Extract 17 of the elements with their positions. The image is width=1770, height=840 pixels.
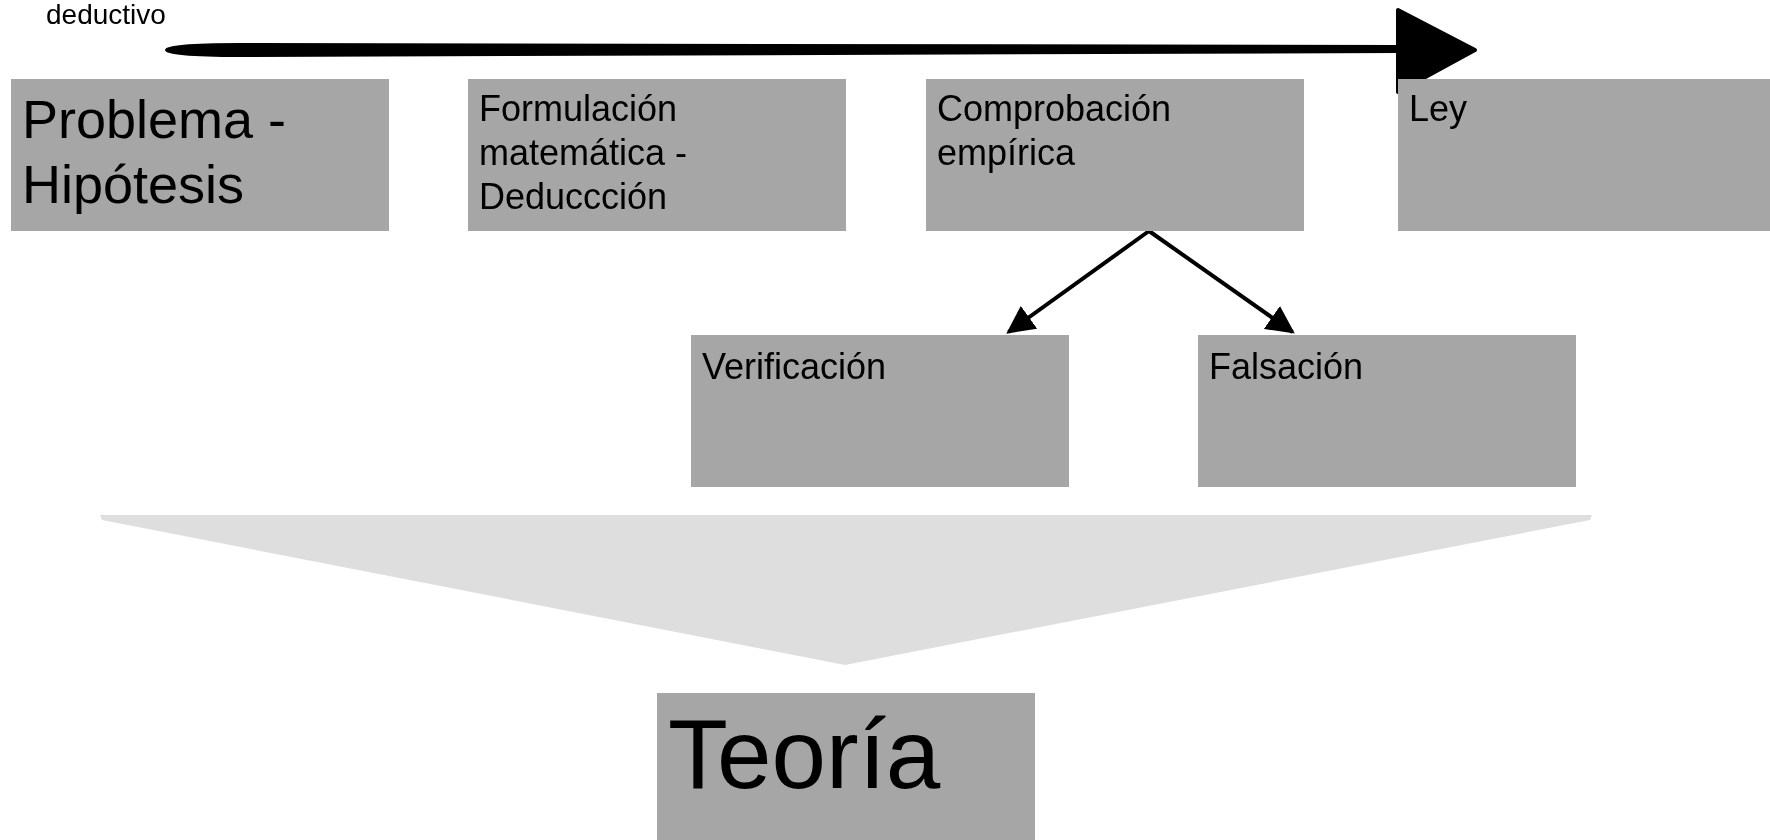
heading-text: deductivo <box>46 0 166 31</box>
box-label: Comprobación empírica <box>937 87 1173 175</box>
process-box <box>1398 79 1770 231</box>
box-label: Teoría <box>668 701 942 809</box>
process-box <box>468 79 846 231</box>
box-label: Falsación <box>1209 345 1365 389</box>
box-label: Problema - Hipótesis <box>22 88 288 216</box>
arrow <box>1006 229 1151 334</box>
box-label: Ley <box>1409 87 1469 131</box>
box-label: Verificación <box>702 345 888 389</box>
process-box <box>691 335 1069 487</box>
process-box <box>11 79 389 231</box>
process-box <box>1198 335 1576 487</box>
arrow <box>1147 229 1295 334</box>
box-label: Formulación matemática - Deduccción <box>479 87 689 219</box>
process-box <box>657 693 1035 840</box>
process-box <box>926 79 1304 231</box>
